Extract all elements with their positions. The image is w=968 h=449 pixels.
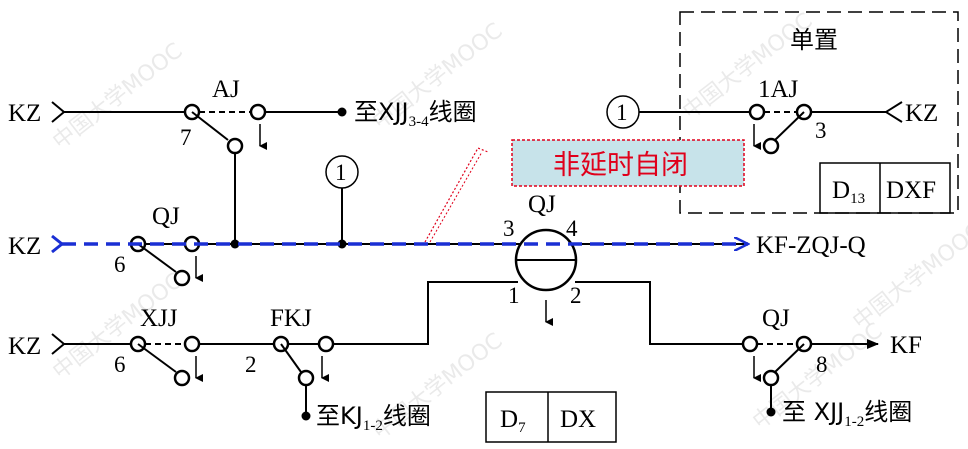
contact-blade: [280, 343, 302, 373]
row-3: KZ XJJ 6 FKJ 2 至KJ1-2线圈 D7 DX: [8, 281, 922, 443]
ref-mark-circle: [325, 155, 359, 189]
row2-dest: KF-ZQJ-Q: [756, 232, 866, 259]
coil-pin-1: 1: [508, 283, 520, 308]
row1-contact-label: AJ: [212, 76, 240, 103]
row1-dest: 至XJJ3-4线圈: [354, 98, 477, 130]
callout-box: [511, 139, 745, 187]
row2-terminal-label: KZ: [8, 233, 41, 260]
row-1: KZ AJ 7 至XJJ3-4线圈: [8, 76, 477, 244]
unit-terminal-label: KZ: [905, 100, 938, 127]
unit-contact-pin: 3: [815, 118, 827, 143]
unit-cell-left: D13: [832, 177, 865, 207]
row3-xjj-pin: 6: [114, 352, 126, 377]
contact-blade: [774, 343, 805, 373]
unit-cell-box: [819, 162, 951, 214]
contact-qj2-back: [762, 369, 780, 387]
junction-dot: [301, 411, 311, 421]
contact-1aj-left: [748, 103, 766, 121]
contact-blade: [137, 243, 177, 273]
watermark: 中国大学MOOC: [48, 38, 187, 154]
row3-dest: KF: [890, 332, 922, 359]
wire: [333, 281, 518, 345]
contact-qj-back: [173, 269, 191, 287]
contact-aj-back: [226, 137, 244, 155]
contact-1aj-back: [762, 137, 780, 155]
callout-text: 非延时自闭: [553, 150, 688, 181]
coil-pin-3: 3: [503, 216, 515, 241]
ref-mark-label: 1: [616, 100, 628, 125]
contact-xjj-back: [173, 369, 191, 387]
coil-pin-4: 4: [566, 216, 578, 241]
unit-box-title: 单置: [790, 26, 838, 54]
junction-dot: [230, 239, 240, 249]
contact-fkj-back: [297, 369, 315, 387]
callout-leader: [424, 147, 489, 243]
row3-terminal-label: KZ: [8, 333, 41, 360]
row3-cell-left: D7: [500, 406, 526, 436]
terminal-arrow: [884, 101, 903, 123]
contact-fkj-right: [317, 335, 335, 353]
contact-blade: [137, 343, 177, 373]
row3-cell-box: [485, 391, 617, 443]
row2-pin: 6: [114, 252, 126, 277]
row1-pin: 7: [180, 125, 192, 150]
coil-label: QJ: [528, 191, 556, 218]
row3-qj-label: QJ: [762, 305, 790, 332]
coil-pin-2: 2: [570, 283, 582, 308]
junction-dot: [766, 407, 776, 417]
contact-blade: [774, 111, 805, 141]
wire: [575, 281, 743, 345]
highlight-terminal: [51, 234, 65, 254]
callout: 非延时自闭: [424, 139, 745, 243]
callout-leader: [429, 151, 483, 243]
unit-contact-label: 1AJ: [758, 76, 799, 103]
row2-ref-mark: 1: [335, 160, 347, 185]
unit-cell-right: DXF: [886, 177, 936, 204]
row3-fkj-pin: 2: [245, 352, 257, 377]
row3-xjj-label: XJJ: [140, 305, 178, 332]
watermark: 中国大学MOOC: [848, 218, 968, 334]
row1-terminal-label: KZ: [8, 100, 41, 127]
contact-qj2-left: [741, 335, 759, 353]
contact-aj-right: [249, 103, 267, 121]
row3-qj-pin: 8: [816, 352, 828, 377]
contact-xjj-right: [183, 335, 201, 353]
row3-qj-dest: 至 XJJ1-2线圈: [782, 398, 912, 430]
row3-fkj-dest: 至KJ1-2线圈: [316, 402, 431, 434]
junction-dot: [337, 107, 347, 117]
row2-contact-label: QJ: [152, 203, 180, 230]
row3-fkj-label: FKJ: [270, 305, 312, 332]
terminal-arrow: [51, 333, 66, 355]
contact-blade: [191, 111, 229, 141]
row3-cell-right: DX: [560, 406, 596, 433]
row-2: KZ QJ 6 1 QJ 3 4 1 2 KF-ZQJ-Q: [8, 155, 866, 326]
unit-box: 单置 D13 DXF 1 KZ 1AJ 3: [606, 11, 959, 214]
terminal-arrow: [51, 101, 66, 123]
